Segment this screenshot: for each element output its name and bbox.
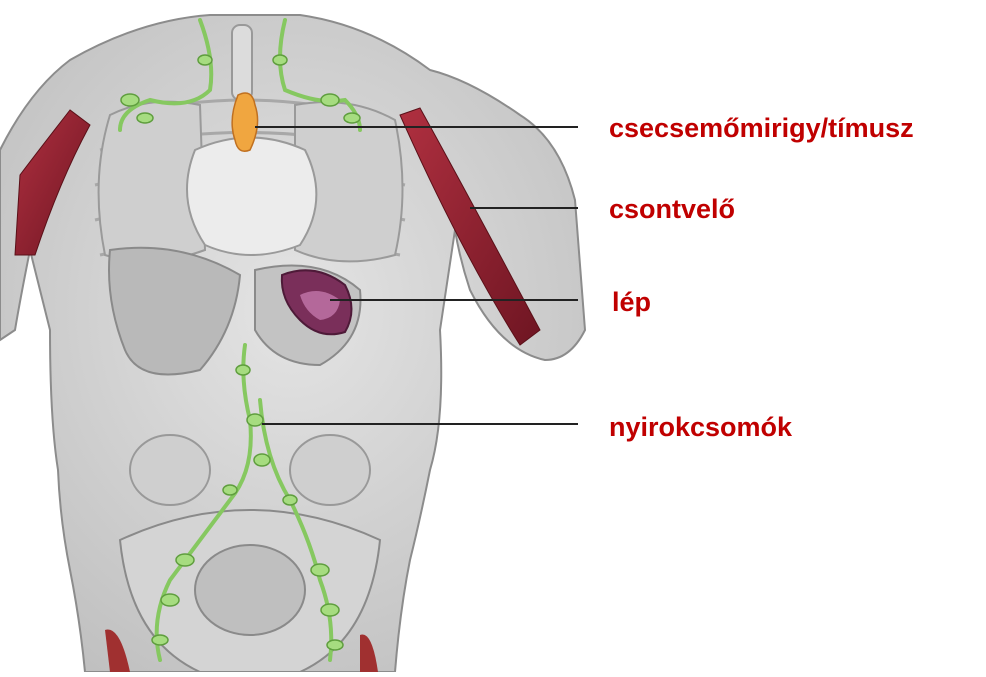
label-lymph-nodes: nyirokcsomók (609, 414, 792, 441)
label-spleen: lép (612, 289, 651, 316)
label-thymus: csecsemőmirigy/tímusz (609, 115, 914, 142)
left-kidney (130, 435, 210, 505)
heart (187, 138, 316, 256)
thymus (232, 93, 257, 151)
trachea (232, 25, 252, 100)
pelvic-cavity (195, 545, 305, 635)
label-bone-marrow: csontvelő (609, 196, 735, 223)
right-kidney (290, 435, 370, 505)
